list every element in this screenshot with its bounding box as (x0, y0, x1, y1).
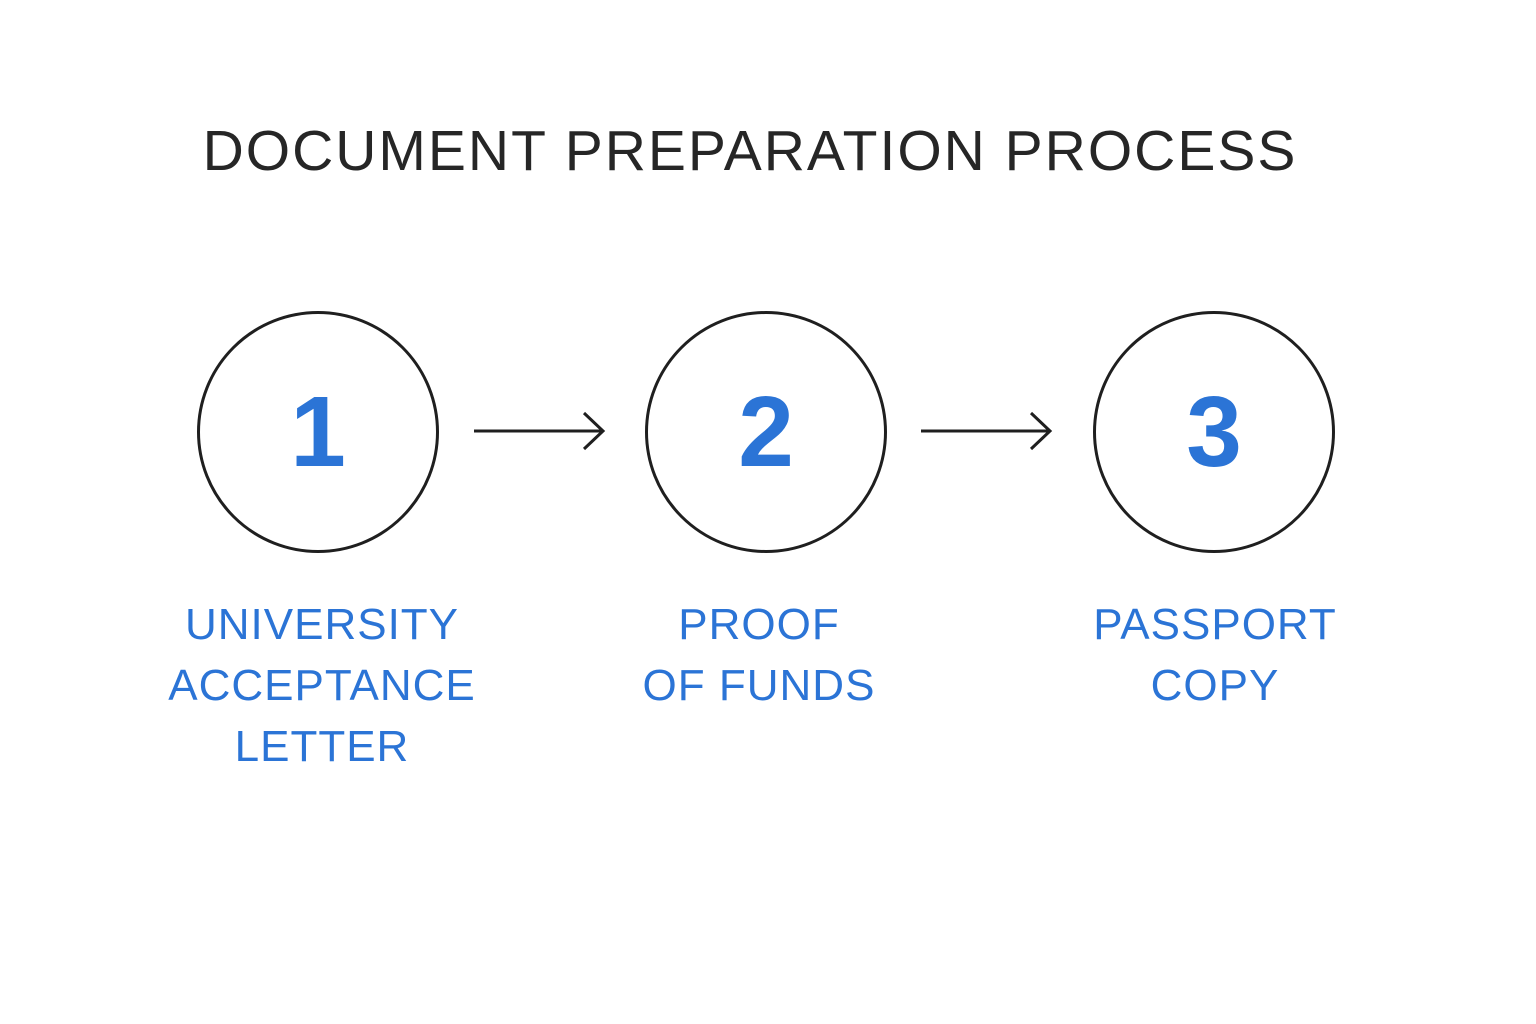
step-2-label-line-1: PROOF (678, 600, 840, 649)
step-3-label-line-2: COPY (1150, 661, 1280, 710)
step-1-number: 1 (290, 376, 346, 488)
step-2-number: 2 (738, 376, 794, 488)
step-1-label-line-3: LETTER (234, 722, 410, 771)
arrow-right-icon (921, 411, 1053, 451)
step-2-label-line-2: OF FUNDS (642, 661, 876, 710)
step-3-number: 3 (1186, 376, 1242, 488)
arrow-right-icon (474, 411, 606, 451)
step-3-label-line-1: PASSPORT (1093, 600, 1337, 649)
step-1-label: UNIVERSITY ACCEPTANCE LETTER (152, 594, 492, 777)
step-3-label: PASSPORT COPY (1045, 594, 1385, 716)
step-1-label-line-2: ACCEPTANCE (168, 661, 476, 710)
diagram-title: DOCUMENT PREPARATION PROCESS (202, 119, 1298, 183)
step-1-label-line-1: UNIVERSITY (184, 600, 460, 649)
step-2-label: PROOF OF FUNDS (589, 594, 929, 716)
step-3-circle: 3 (1093, 311, 1335, 553)
step-2-circle: 2 (645, 311, 887, 553)
step-1-circle: 1 (197, 311, 439, 553)
